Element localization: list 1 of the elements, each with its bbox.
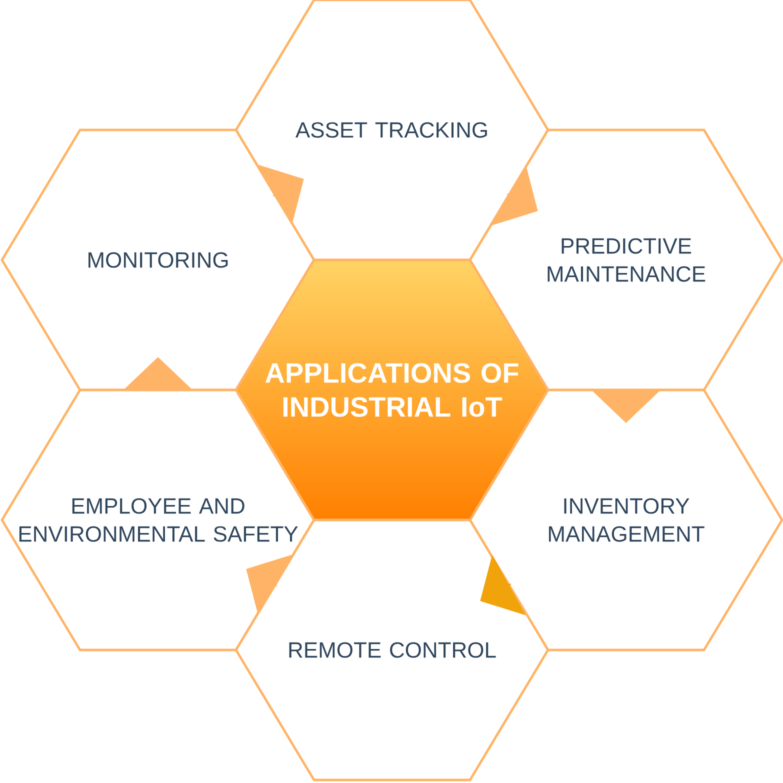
hexagon: ASSET TRACKING xyxy=(234,0,550,262)
